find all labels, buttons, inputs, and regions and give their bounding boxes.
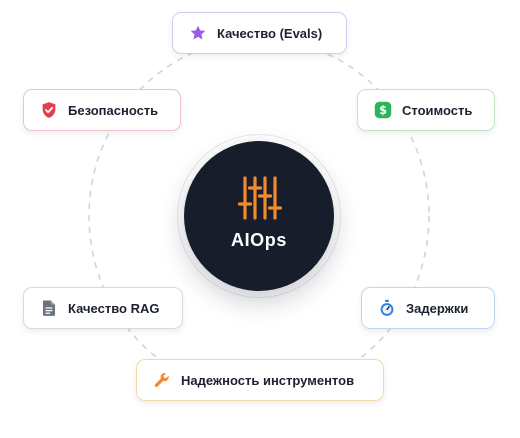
dollar-icon: $ xyxy=(374,101,392,119)
node-label: Безопасность xyxy=(68,102,159,118)
node-label: Надежность инструментов xyxy=(181,372,355,388)
node-cost: $ Стоимость xyxy=(357,89,495,131)
node-label: Стоимость xyxy=(402,102,473,118)
node-rag-quality: Качество RAG xyxy=(23,287,183,329)
shield-icon xyxy=(40,101,58,119)
stopwatch-icon xyxy=(378,299,396,317)
node-label: Задержки xyxy=(406,300,469,316)
node-security: Безопасность xyxy=(23,89,181,131)
star-icon xyxy=(189,24,207,42)
node-label: Качество RAG xyxy=(68,300,160,316)
node-latency: Задержки xyxy=(361,287,495,329)
aiops-hub: AIOps xyxy=(184,141,334,291)
node-tool-reliability: Надежность инструментов xyxy=(136,359,384,401)
wrench-icon xyxy=(153,371,171,389)
hub-label: AIOps xyxy=(230,230,287,250)
svg-text:$: $ xyxy=(379,104,387,117)
document-icon xyxy=(40,299,58,317)
sliders-icon xyxy=(237,176,282,220)
node-label: Качество (Evals) xyxy=(217,25,323,41)
node-quality-evals: Качество (Evals) xyxy=(172,12,347,54)
